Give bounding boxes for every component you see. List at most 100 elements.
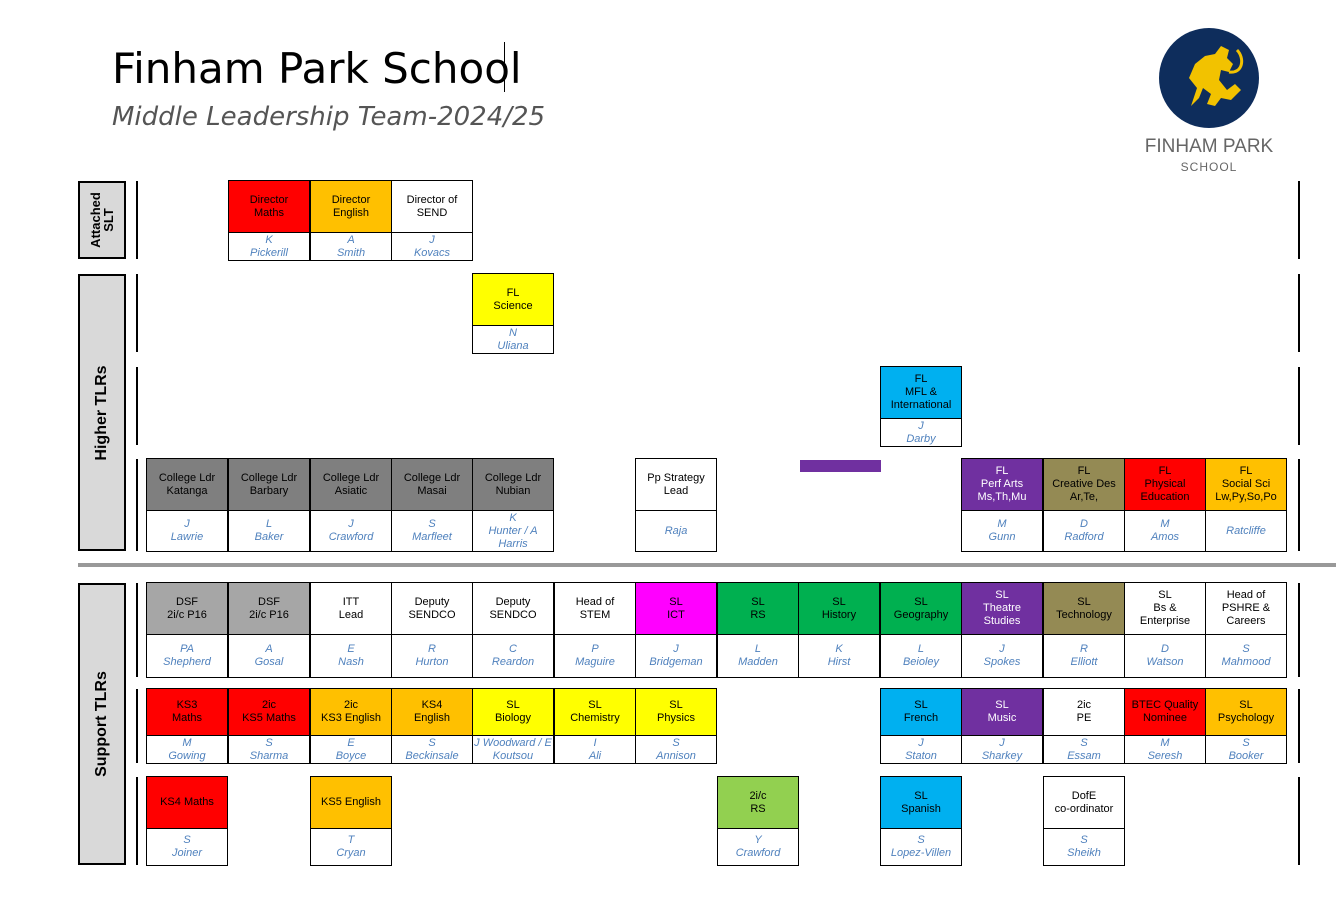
- left-rail: [136, 367, 138, 445]
- left-rail: [136, 459, 138, 551]
- role-card: SL RS L Madden: [717, 582, 799, 678]
- role-card: FL Creative Des Ar,Te, D Radford: [1043, 458, 1125, 552]
- role-title: 2i/c RS: [718, 777, 798, 829]
- right-rail: [1298, 181, 1300, 259]
- person-name: S Mahmood: [1221, 643, 1271, 668]
- person-name: A Gosal: [254, 643, 284, 668]
- role-title: KS4 Maths: [147, 777, 227, 829]
- person-name: K Hirst: [827, 643, 851, 668]
- role-title: SL RS: [718, 583, 798, 635]
- person-name: I Ali: [588, 736, 602, 762]
- purple-accent-bar: [800, 460, 881, 472]
- role-title: FL MFL & International: [881, 367, 961, 419]
- text-caret: [504, 42, 505, 92]
- role-title: Head of STEM: [555, 583, 635, 635]
- person-name: S Joiner: [172, 834, 202, 859]
- person-name: D Radford: [1064, 518, 1104, 543]
- right-rail: [1298, 689, 1300, 763]
- role-title: SL Spanish: [881, 777, 961, 829]
- person-name: L Baker: [254, 518, 284, 543]
- role-title: SL Bs & Enterprise: [1125, 583, 1205, 635]
- right-rail: [1298, 459, 1300, 551]
- section-label-support-tlrs: Support TLRs: [78, 583, 126, 865]
- role-card: SL History K Hirst: [798, 582, 880, 678]
- role-title: Head of PSHRE & Careers: [1206, 583, 1286, 635]
- role-title: College Ldr Katanga: [147, 459, 227, 511]
- role-title: FL Creative Des Ar,Te,: [1044, 459, 1124, 511]
- person-name: S Sharma: [249, 736, 289, 762]
- role-title: SL Technology: [1044, 583, 1124, 635]
- role-title: BTEC Quality Nominee: [1125, 689, 1205, 736]
- role-card: KS4 Maths S Joiner: [146, 776, 228, 866]
- person-name: Ratcliffe: [1226, 524, 1266, 537]
- role-title: 2ic KS3 English: [311, 689, 391, 736]
- left-rail: [136, 777, 138, 865]
- left-rail: [136, 274, 138, 352]
- person-name: P Maguire: [575, 643, 615, 668]
- role-title: SL Psychology: [1206, 689, 1286, 736]
- person-name: S Beckinsale: [405, 736, 459, 762]
- role-card: College Ldr Barbary L Baker: [228, 458, 310, 552]
- person-name: K Hunter / A Harris: [488, 511, 538, 550]
- person-name: S Lopez-Villen: [890, 834, 952, 859]
- person-name: M Seresh: [1147, 736, 1183, 762]
- left-rail: [136, 583, 138, 677]
- logo-wordmark: FINHAM PARK: [1144, 136, 1274, 157]
- role-card: SL Spanish S Lopez-Villen: [880, 776, 962, 866]
- person-name: S Essam: [1067, 736, 1101, 762]
- right-rail: [1298, 367, 1300, 445]
- person-name: J Staton: [905, 736, 937, 762]
- person-name: PA Shepherd: [163, 643, 211, 668]
- school-logo: FINHAM PARK SCHOOL: [1144, 28, 1274, 178]
- person-name: S Sheikh: [1067, 834, 1101, 859]
- role-title: SL Chemistry: [555, 689, 635, 736]
- person-name: L Madden: [738, 643, 778, 668]
- person-name: E Boyce: [335, 736, 367, 762]
- lion-crest-icon: [1159, 28, 1259, 128]
- role-title: SL Biology: [473, 689, 553, 736]
- person-name: J Bridgeman: [649, 643, 703, 668]
- person-name: J Sharkey: [981, 736, 1023, 762]
- person-name: A Smith: [336, 233, 366, 259]
- role-title: KS4 English: [392, 689, 472, 736]
- role-title: Director Maths: [229, 181, 309, 233]
- role-title: SL French: [881, 689, 961, 736]
- person-name: T Cryan: [336, 834, 366, 859]
- person-name: K Pickerill: [250, 233, 288, 259]
- role-title: SL Theatre Studies: [962, 583, 1042, 635]
- section-label-attached-slt: Attached SLT: [78, 181, 126, 259]
- person-name: N Uliana: [497, 326, 529, 352]
- role-title: College Ldr Masai: [392, 459, 472, 511]
- role-title: 2ic PE: [1044, 689, 1124, 736]
- role-title: College Ldr Barbary: [229, 459, 309, 511]
- role-title: SL ICT: [636, 583, 716, 635]
- role-title: College Ldr Nubian: [473, 459, 553, 511]
- role-title: ITT Lead: [311, 583, 391, 635]
- role-title: FL Social Sci Lw,Py,So,Po: [1206, 459, 1286, 511]
- role-title: FL Science: [473, 274, 553, 326]
- page-subtitle: Middle Leadership Team-2024/25: [112, 102, 546, 132]
- person-name: M Amos: [1150, 518, 1180, 543]
- role-title: Deputy SENDCO: [392, 583, 472, 635]
- role-title: SL History: [799, 583, 879, 635]
- person-name: J Crawford: [328, 518, 374, 543]
- role-title: KS3 Maths: [147, 689, 227, 736]
- role-title: Pp Strategy Lead: [636, 459, 716, 511]
